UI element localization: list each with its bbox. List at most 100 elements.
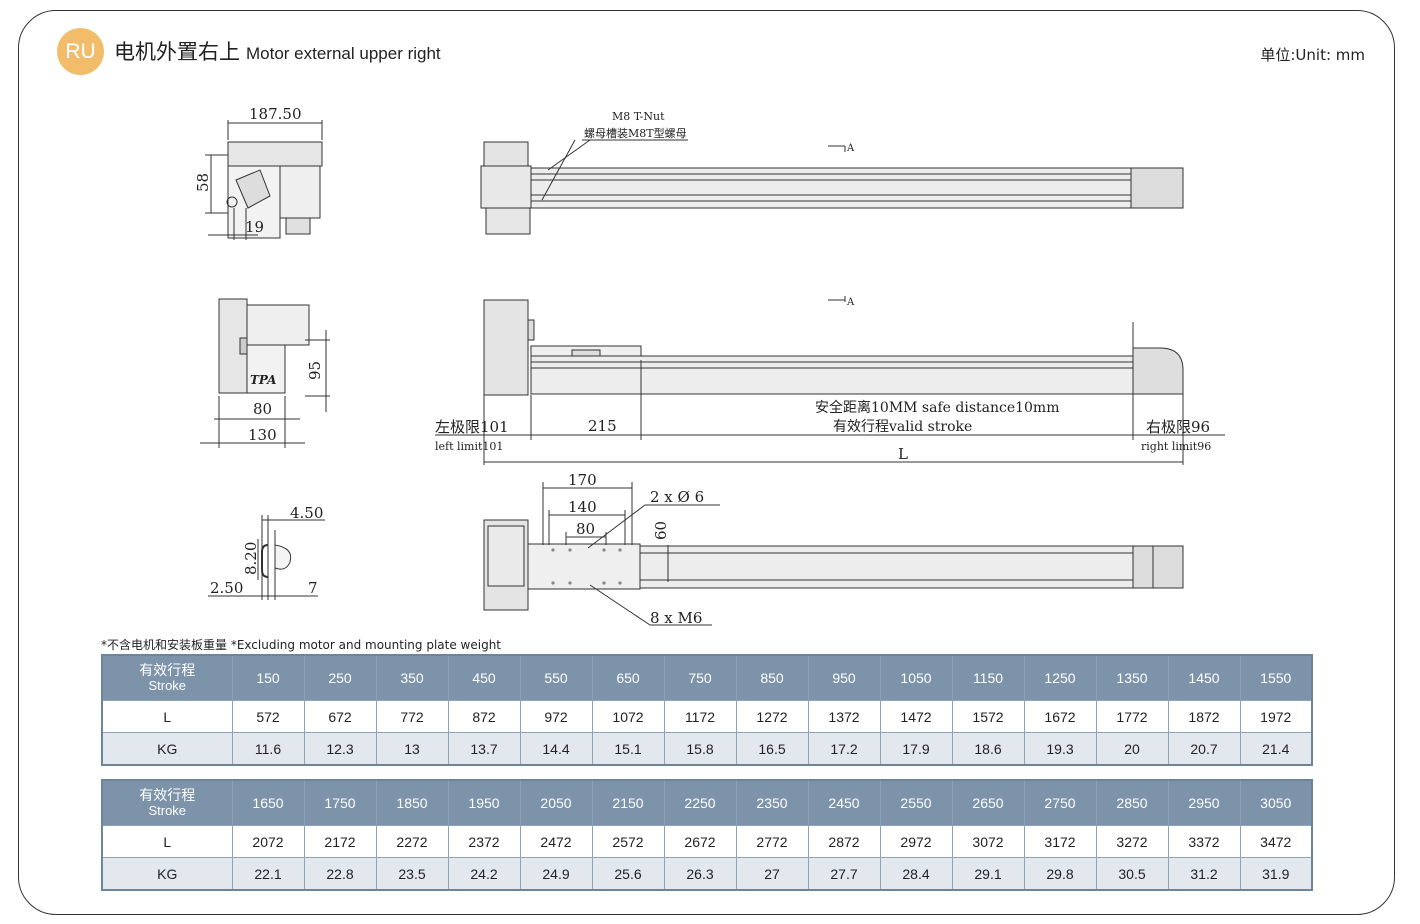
value-cell: 27 [735, 857, 809, 891]
stroke-cell: 1450 [1167, 654, 1241, 701]
stroke-cell: 450 [447, 654, 521, 701]
stroke-cell: 2550 [879, 779, 953, 826]
dim-215: 215 [588, 417, 617, 435]
value-cell: 672 [303, 700, 377, 733]
dim-187: 187.50 [249, 105, 302, 123]
technical-drawing: 187.50 58 19 M8 T-Nut 螺母槽装M8T型螺母 A A 95 … [194, 105, 1225, 627]
value-cell: 2272 [375, 825, 449, 858]
stroke-cell: 3050 [1239, 779, 1313, 826]
value-cell: 572 [231, 700, 305, 733]
stroke-cell: 850 [735, 654, 809, 701]
stroke-cell: 2450 [807, 779, 881, 826]
stroke-cell: 2350 [735, 779, 809, 826]
value-cell: 26.3 [663, 857, 737, 891]
dim-820: 8.20 [242, 542, 260, 575]
value-cell: 1672 [1023, 700, 1097, 733]
stroke-cell: 2050 [519, 779, 593, 826]
stroke-cell: 1150 [951, 654, 1025, 701]
dim-80: 80 [253, 400, 272, 418]
value-cell: 29.8 [1023, 857, 1097, 891]
value-cell: 20 [1095, 732, 1169, 766]
value-cell: 17.2 [807, 732, 881, 766]
value-cell: 2572 [591, 825, 665, 858]
stroke-cell: 1650 [231, 779, 305, 826]
stroke-cell: 1350 [1095, 654, 1169, 701]
row-label: KG [101, 857, 233, 891]
dim-60: 60 [652, 521, 670, 540]
dim-L: L [898, 445, 908, 463]
stroke-cell: 150 [231, 654, 305, 701]
value-cell: 1572 [951, 700, 1025, 733]
stroke-cell: 1250 [1023, 654, 1097, 701]
right-limit-cn: 右极限96 [1146, 418, 1210, 436]
value-cell: 3072 [951, 825, 1025, 858]
value-cell: 16.5 [735, 732, 809, 766]
value-cell: 28.4 [879, 857, 953, 891]
value-cell: 3472 [1239, 825, 1313, 858]
value-cell: 22.1 [231, 857, 305, 891]
row-label: KG [101, 732, 233, 766]
value-cell: 1472 [879, 700, 953, 733]
dim-19: 19 [245, 218, 264, 236]
stroke-label-cn: 有效行程 [139, 662, 196, 678]
value-cell: 11.6 [231, 732, 305, 766]
value-cell: 1972 [1239, 700, 1313, 733]
value-cell: 2972 [879, 825, 953, 858]
value-cell: 29.1 [951, 857, 1025, 891]
stroke-cell: 2750 [1023, 779, 1097, 826]
value-cell: 972 [519, 700, 593, 733]
value-cell: 1772 [1095, 700, 1169, 733]
page-frame [18, 10, 1395, 915]
stroke-cell: 2950 [1167, 779, 1241, 826]
model-badge: RU [57, 28, 104, 75]
stroke-cell: 950 [807, 654, 881, 701]
value-cell: 17.9 [879, 732, 953, 766]
value-cell: 1072 [591, 700, 665, 733]
stroke-cell: 1550 [1239, 654, 1313, 701]
value-cell: 15.1 [591, 732, 665, 766]
value-cell: 12.3 [303, 732, 377, 766]
stroke-cell: 2650 [951, 779, 1025, 826]
dim-130: 130 [248, 426, 277, 444]
value-cell: 2672 [663, 825, 737, 858]
value-cell: 13 [375, 732, 449, 766]
stroke-label-en: Stroke [148, 678, 187, 693]
value-cell: 30.5 [1095, 857, 1169, 891]
value-cell: 14.4 [519, 732, 593, 766]
stroke-label-en: Stroke [148, 803, 187, 818]
dim-58: 58 [194, 173, 212, 192]
value-cell: 20.7 [1167, 732, 1241, 766]
section-a-top: A [846, 143, 855, 154]
stroke-cell: 1850 [375, 779, 449, 826]
safe-distance: 安全距离10MM safe distance10mm [815, 399, 1060, 416]
dim-95: 95 [306, 361, 324, 380]
dim-140: 140 [568, 498, 597, 516]
valid-stroke: 有效行程valid stroke [833, 419, 972, 435]
unit-label: 单位:Unit: mm [1260, 46, 1365, 64]
value-cell: 15.8 [663, 732, 737, 766]
value-cell: 2872 [807, 825, 881, 858]
value-cell: 2772 [735, 825, 809, 858]
value-cell: 1172 [663, 700, 737, 733]
value-cell: 772 [375, 700, 449, 733]
value-cell: 1272 [735, 700, 809, 733]
title-en: Motor external upper right [246, 44, 441, 63]
value-cell: 27.7 [807, 857, 881, 891]
stroke-cell: 250 [303, 654, 377, 701]
row-label: L [101, 700, 233, 733]
stroke-cell: 2850 [1095, 779, 1169, 826]
stroke-cell: 750 [663, 654, 737, 701]
value-cell: 3372 [1167, 825, 1241, 858]
left-limit-cn: 左极限101 [435, 418, 509, 436]
